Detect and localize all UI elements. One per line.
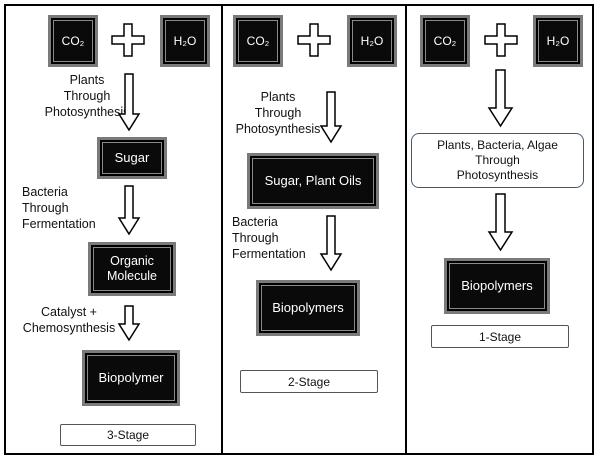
- p2-sugar-plant-oils-box: Sugar, Plant Oils: [247, 153, 379, 209]
- p1-organic-molecule-label: Organic Molecule: [99, 254, 165, 284]
- p1-organic-line2: Molecule: [106, 269, 158, 283]
- p2-sugar-plant-oils-label: Sugar, Plant Oils: [264, 173, 362, 189]
- p3-step1-line3: Photosynthesis: [456, 168, 539, 182]
- p1-step1-line2: Through: [63, 89, 111, 103]
- p2-arrow-1: [319, 91, 343, 144]
- p2-arrow-2: [319, 215, 343, 272]
- p1-arrow-1: [117, 73, 141, 132]
- p2-h2o-box: H₂O: [347, 15, 397, 67]
- p2-plus-icon: [297, 23, 331, 57]
- p3-step1-line2: Through: [475, 153, 520, 167]
- panel-divider-1: [221, 4, 223, 455]
- p2-step1-line1: Plants: [260, 90, 296, 104]
- p2-stage-label: 2-Stage: [240, 370, 378, 393]
- p2-step1-line2: Through: [254, 106, 302, 120]
- p2-step2-label: Bacteria Through Fermentation: [232, 214, 306, 262]
- p2-step1-label: Plants Through Photosynthesis: [225, 89, 331, 137]
- p2-co2-box: CO₂: [233, 15, 283, 67]
- p3-co2-box: CO₂: [420, 15, 470, 67]
- p2-co2-label: CO₂: [246, 33, 270, 48]
- p3-biopolymers-label: Biopolymers: [461, 278, 533, 294]
- p2-biopolymers-label: Biopolymers: [272, 300, 344, 316]
- p1-sugar-box: Sugar: [97, 137, 167, 179]
- p2-step2-line2: Through: [232, 231, 279, 245]
- p1-arrow-3: [117, 305, 141, 342]
- p2-biopolymers-box: Biopolymers: [256, 280, 360, 336]
- p1-step2-label: Bacteria Through Fermentation: [22, 184, 96, 232]
- p1-plus-icon: [111, 23, 145, 57]
- p3-step1-line1: Plants, Bacteria, Algae: [437, 138, 558, 152]
- p1-step1-label: Plants Through Photosynthesis: [32, 72, 142, 120]
- p1-arrow-2: [117, 185, 141, 236]
- p2-step2-line3: Fermentation: [232, 247, 306, 261]
- p3-h2o-box: H₂O: [533, 15, 583, 67]
- p2-h2o-label: H₂O: [360, 33, 384, 48]
- p3-arrow-2: [487, 193, 514, 252]
- p1-co2-label: CO₂: [61, 33, 85, 48]
- p3-organisms-box: Plants, Bacteria, Algae Through Photosyn…: [411, 133, 584, 188]
- p1-sugar-label: Sugar: [114, 150, 150, 166]
- p1-h2o-label: H₂O: [173, 33, 197, 48]
- p1-step3-label: Catalyst + Chemosynthesis: [14, 304, 124, 336]
- p3-biopolymers-box: Biopolymers: [444, 258, 550, 314]
- p1-organic-line1: Organic: [110, 254, 154, 268]
- diagram-frame: [4, 4, 594, 455]
- p2-step1-line3: Photosynthesis: [235, 122, 321, 136]
- p1-step3-line2: Chemosynthesis: [22, 321, 116, 335]
- p3-arrow-1: [487, 69, 514, 128]
- p3-plus-icon: [484, 23, 518, 57]
- p1-step2-line3: Fermentation: [22, 217, 96, 231]
- p3-stage-label: 1-Stage: [431, 325, 569, 348]
- p1-biopolymer-box: Biopolymer: [82, 350, 180, 406]
- p3-h2o-label: H₂O: [546, 33, 570, 48]
- p1-step3-line1: Catalyst +: [41, 305, 97, 319]
- p2-step2-line1: Bacteria: [232, 215, 278, 229]
- p1-step2-line1: Bacteria: [22, 185, 68, 199]
- panel-divider-2: [405, 4, 407, 455]
- p1-organic-molecule-box: Organic Molecule: [88, 242, 176, 296]
- p1-co2-box: CO₂: [48, 15, 98, 67]
- p1-biopolymer-label: Biopolymer: [98, 370, 164, 386]
- p1-stage-label: 3-Stage: [60, 424, 196, 446]
- p1-step1-line3: Photosynthesis: [44, 105, 130, 119]
- p1-step2-line2: Through: [22, 201, 69, 215]
- p1-h2o-box: H₂O: [160, 15, 210, 67]
- p3-co2-label: CO₂: [433, 33, 457, 48]
- p1-step1-line1: Plants: [69, 73, 105, 87]
